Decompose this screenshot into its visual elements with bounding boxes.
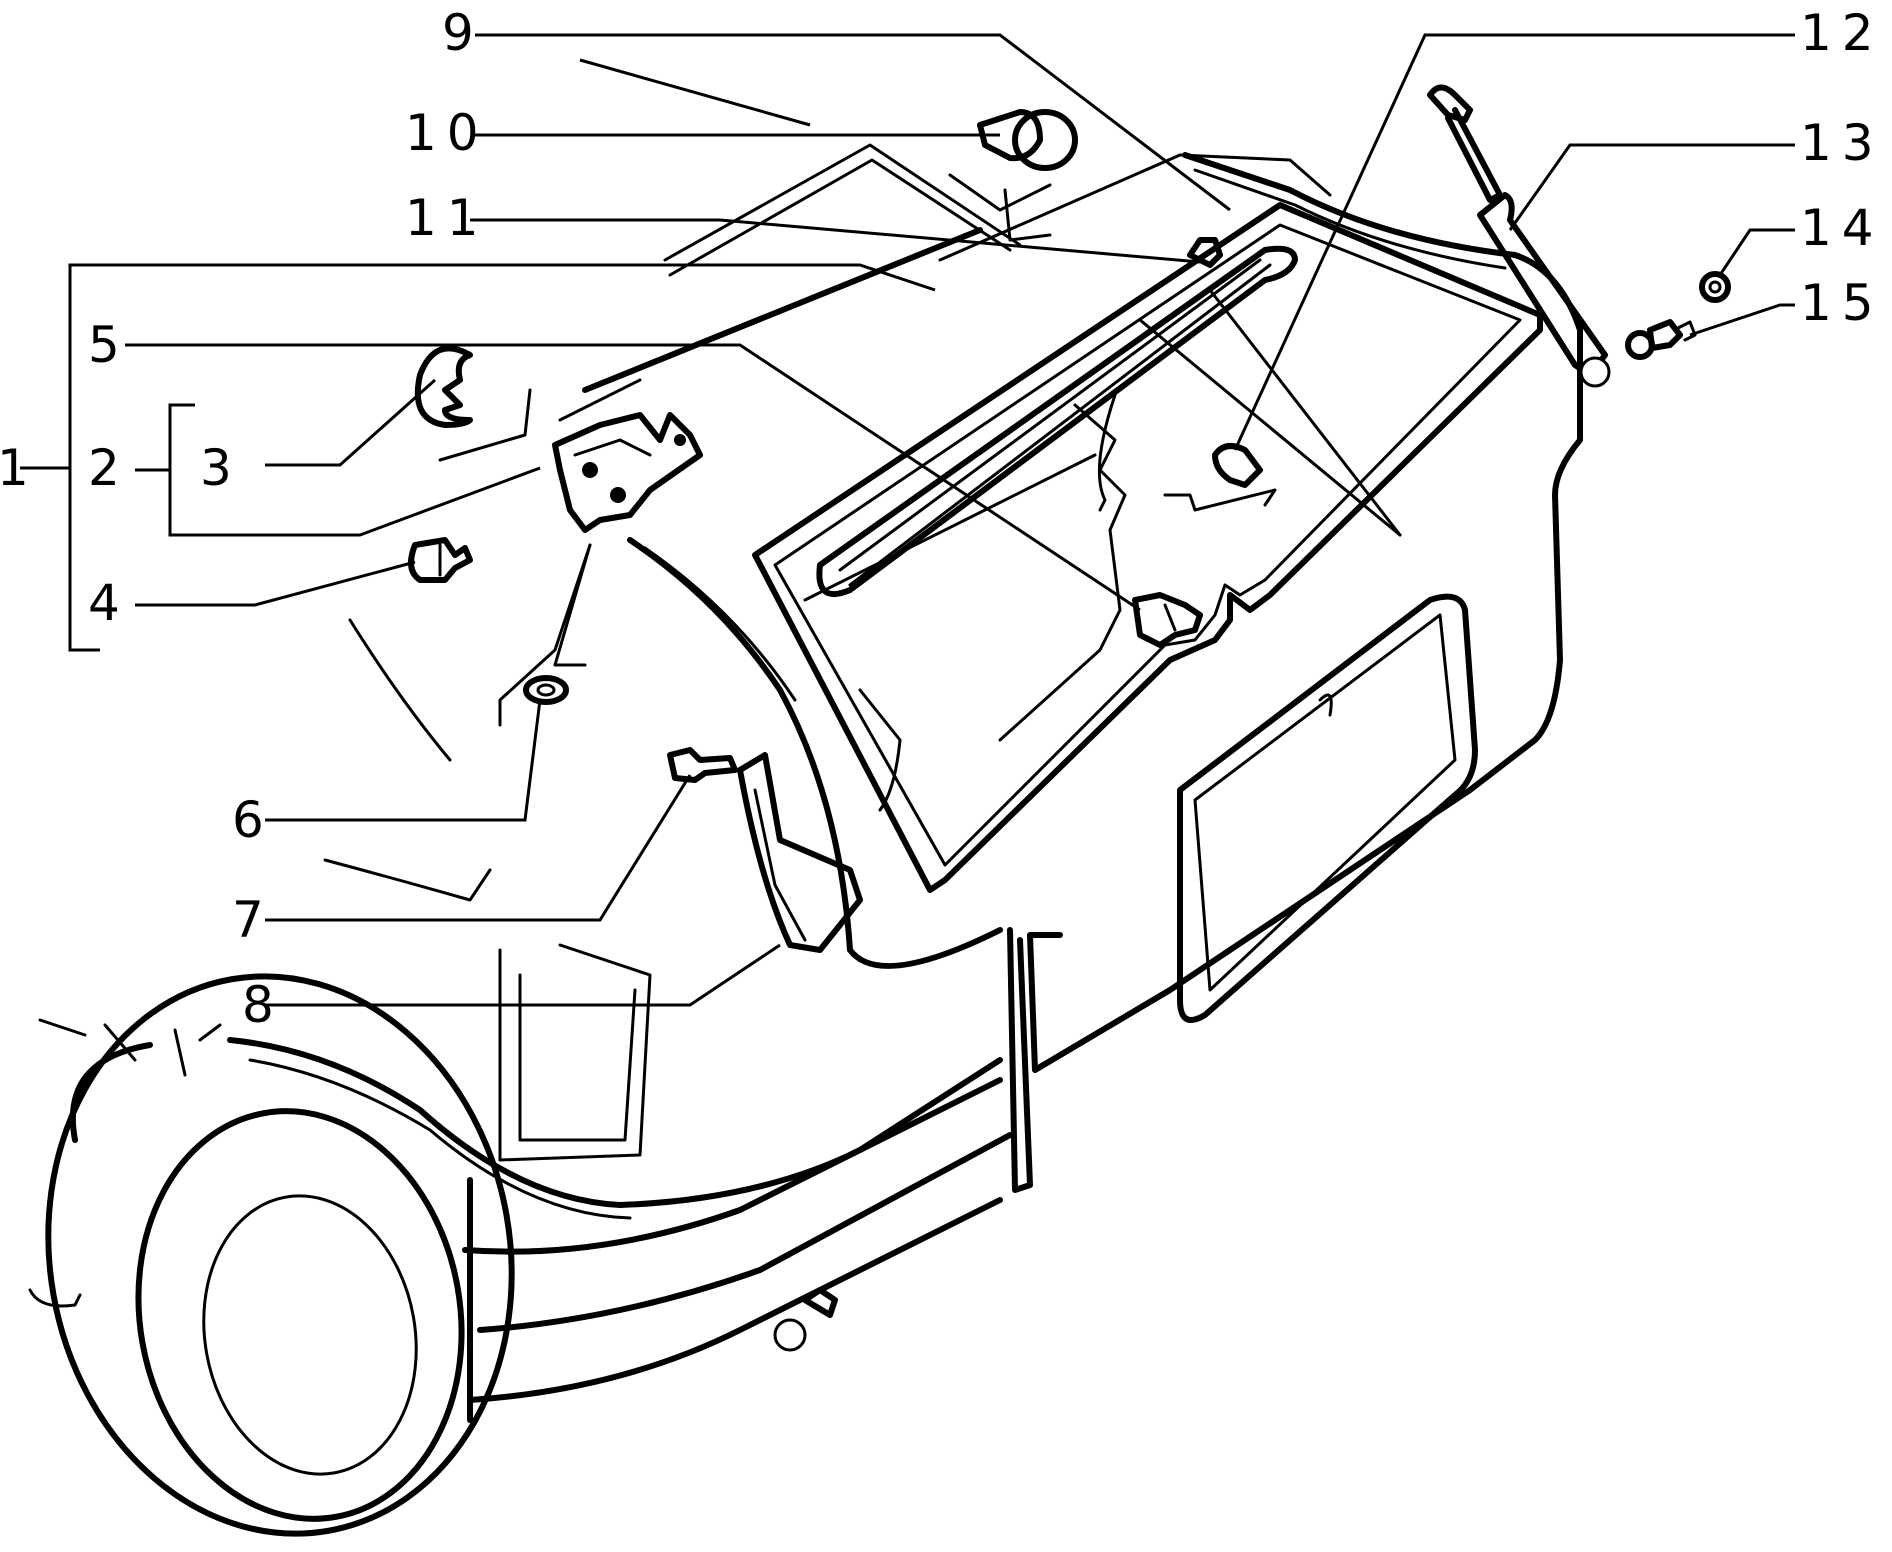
bump-stop-mount	[1163, 488, 1277, 512]
callout-3: 3	[200, 439, 242, 497]
rear-wheel	[28, 973, 515, 1537]
part-13-gas-strut	[1427, 84, 1611, 388]
lamp-recess-inner	[518, 973, 637, 1142]
callout-1: 1	[0, 439, 39, 497]
callout-12: 12	[1800, 4, 1884, 62]
callout-5: 5	[88, 316, 130, 374]
callout-6: 6	[232, 791, 274, 849]
callout-10: 10	[405, 104, 489, 162]
lamp-recess	[498, 943, 652, 1162]
callout-7: 7	[232, 891, 274, 949]
part-8-gasket	[737, 752, 863, 953]
part-11-clip	[1187, 237, 1223, 268]
part-12-bump-stop	[1212, 443, 1263, 488]
leader-lines	[20, 33, 1795, 1007]
car-body	[227, 143, 1583, 1423]
part-14-nut	[1699, 271, 1731, 303]
hinge-guide	[438, 388, 532, 462]
trunk-edge	[348, 618, 452, 762]
callout-8: 8	[242, 976, 284, 1034]
part-5-stud	[1132, 592, 1203, 648]
part-15-ball-stud	[1625, 319, 1697, 360]
window-edge-2	[1208, 288, 1402, 537]
callout-9: 9	[442, 4, 484, 62]
spoiler-brake-light	[816, 245, 1298, 597]
part-2-hinge	[552, 412, 703, 533]
callout-13: 13	[1800, 114, 1884, 172]
callout-11: 11	[405, 189, 489, 247]
callout-4: 4	[88, 574, 130, 632]
hinge-guide-2	[498, 543, 592, 727]
window-edge	[1138, 318, 1402, 537]
callout-2: 2	[88, 439, 130, 497]
part-3-clip	[414, 345, 473, 428]
part-6-washer	[523, 675, 569, 705]
part-7-bolt	[667, 747, 738, 783]
hinge-guide-3	[553, 543, 592, 667]
part-10-grommet	[948, 109, 1078, 242]
trunk-edge-2	[323, 858, 492, 902]
callout-15: 15	[1800, 274, 1884, 332]
part-4-screw	[408, 537, 473, 583]
callout-14: 14	[1800, 199, 1884, 257]
